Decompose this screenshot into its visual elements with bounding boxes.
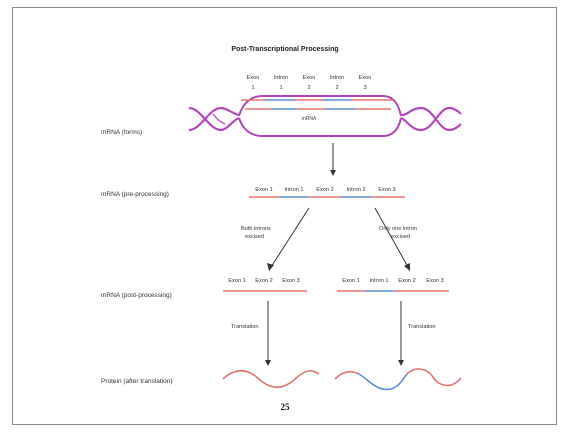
branch-label-left-line-2: excised	[245, 234, 264, 240]
pre-processing-mrna: Exon 1 Intron 1 Exon 2 Intron 2 Exon 3	[249, 187, 405, 198]
branch-label-right-line-1: Only one intron	[379, 226, 417, 232]
pre-segment-intron-1: Intron 1	[285, 187, 304, 193]
right-double-helix	[400, 106, 462, 132]
pre-segment-intron-2: Intron 2	[347, 187, 366, 193]
gene-segment-labels: Exon 1 Intron 1 Exon 2 Intron 2 Exon 3	[247, 75, 372, 91]
diagram: Post-Transcriptional Processing mRNA (fo…	[101, 46, 462, 412]
post-right-exon-2: Exon 2	[398, 278, 415, 284]
gene-label-intron-1-num: 1	[279, 85, 282, 91]
pre-segment-exon-3: Exon 3	[378, 187, 395, 193]
post-right-exon-3: Exon 3	[426, 278, 443, 284]
branch-label-left-line-1: Both introns	[241, 226, 271, 232]
stage-label-pre-processing: mRNA (pre-processing)	[101, 191, 169, 198]
arrow-to-pre-processing	[330, 143, 336, 176]
branch-arrow-left	[267, 207, 310, 271]
translation-arrow-left	[265, 301, 271, 366]
gene-label-exon-2-word: Exon	[303, 75, 316, 81]
protein-wave-right	[334, 368, 462, 391]
post-processing-mrna-left: Exon 1 Exon 2 Exon 3	[223, 278, 307, 292]
post-left-exon-1: Exon 1	[228, 278, 245, 284]
gene-label-intron-2-word: Intron	[330, 75, 344, 81]
translation-label-right: Translation	[408, 324, 435, 330]
branch-arrow-right	[374, 207, 410, 271]
strand-label-mrna: mRNA	[302, 116, 317, 122]
dna-bubble	[238, 95, 402, 137]
gene-label-exon-1-word: Exon	[247, 75, 260, 81]
gene-label-intron-1-word: Intron	[274, 75, 288, 81]
page-frame: Post-Transcriptional Processing mRNA (fo…	[12, 7, 557, 425]
gene-label-exon-3-num: 3	[363, 85, 366, 91]
stage-label-mrna-forms: mRNA (forms)	[101, 129, 142, 136]
gene-label-exon-3-word: Exon	[359, 75, 372, 81]
post-right-exon-1: Exon 1	[342, 278, 359, 284]
pre-segment-exon-1: Exon 1	[255, 187, 272, 193]
page-number: 25	[281, 402, 291, 412]
gene-label-exon-2-num: 2	[307, 85, 310, 91]
translation-arrow-right	[398, 301, 404, 366]
translation-label-left: Translation	[231, 324, 258, 330]
branch-label-right-line-2: excised	[391, 234, 410, 240]
post-left-exon-2: Exon 2	[255, 278, 272, 284]
post-right-intron-1: Intron 1	[370, 278, 389, 284]
left-double-helix	[188, 106, 240, 132]
pre-segment-exon-2: Exon 2	[316, 187, 333, 193]
post-left-exon-3: Exon 3	[282, 278, 299, 284]
gene-label-intron-2-num: 2	[335, 85, 338, 91]
protein-wave-left	[222, 369, 320, 389]
gene-label-exon-1-num: 1	[251, 85, 254, 91]
stage-label-protein: Protein (after translation)	[101, 378, 173, 385]
stage-label-post-processing: mRNA (post-processing)	[101, 292, 172, 299]
post-processing-mrna-right: Exon 1 Intron 1 Exon 2 Exon 3	[337, 278, 449, 292]
diagram-title: Post-Transcriptional Processing	[231, 46, 338, 53]
